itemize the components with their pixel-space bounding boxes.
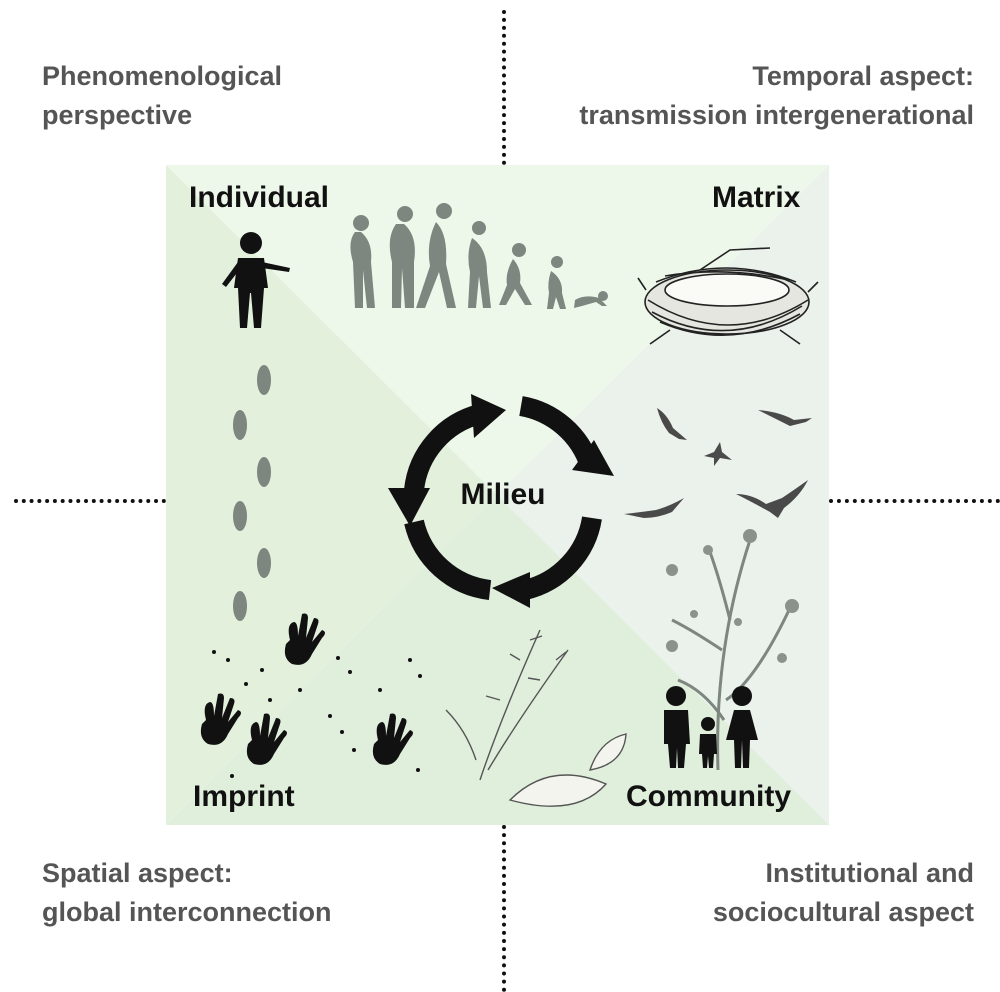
arrowhead-bottom-icon: [492, 572, 530, 608]
phenomenological-perspective-text: Phenomenological perspective: [42, 57, 282, 135]
institutional-aspect-text: Institutional and sociocultural aspect: [713, 854, 974, 932]
birds-icon: [624, 408, 812, 518]
arrowhead-left-icon: [388, 488, 430, 526]
arrowhead-right-icon: [572, 440, 614, 476]
person-icon: [222, 232, 290, 328]
handprints-icon: [200, 613, 422, 778]
human-evolution-icon: [350, 203, 608, 309]
family-icon: [664, 686, 758, 768]
institutional-line-2: sociocultural aspect: [712, 897, 974, 927]
arrowhead-top-icon: [471, 394, 506, 438]
bottom-dotted-axis: [502, 825, 506, 992]
institutional-line-1: Institutional and: [765, 858, 975, 888]
top-triangle: [166, 165, 829, 495]
herb-icon: [445, 629, 627, 807]
perspective-line-2: perspective: [42, 100, 193, 130]
bottom-triangle: [166, 495, 829, 825]
temporal-line-2: transmission intergenerational: [579, 100, 974, 130]
label-community: Community: [626, 780, 791, 813]
top-dotted-axis: [502, 10, 506, 165]
label-individual: Individual: [189, 181, 330, 214]
perspective-line-1: Phenomenological: [42, 61, 283, 91]
label-milieu: Milieu: [460, 478, 546, 511]
panel-background: [166, 165, 829, 825]
label-matrix: Matrix: [712, 181, 801, 214]
spatial-line-1: Spatial aspect:: [42, 858, 233, 888]
temporal-line-1: Temporal aspect:: [752, 61, 974, 91]
temporal-aspect-text: Temporal aspect: transmission intergener…: [579, 57, 974, 135]
milieu-panel: [166, 165, 829, 825]
left-triangle: [166, 165, 497, 825]
label-imprint: Imprint: [193, 780, 295, 813]
spatial-line-2: global interconnection: [42, 897, 332, 927]
footprints-icon: [233, 365, 271, 621]
right-dotted-axis: [829, 499, 1000, 503]
left-dotted-axis: [14, 499, 166, 503]
spatial-aspect-text: Spatial aspect: global interconnection: [42, 854, 332, 932]
tree-icon: [666, 529, 799, 771]
nest-icon: [637, 247, 819, 345]
cycle-arrowheads: [388, 394, 614, 608]
